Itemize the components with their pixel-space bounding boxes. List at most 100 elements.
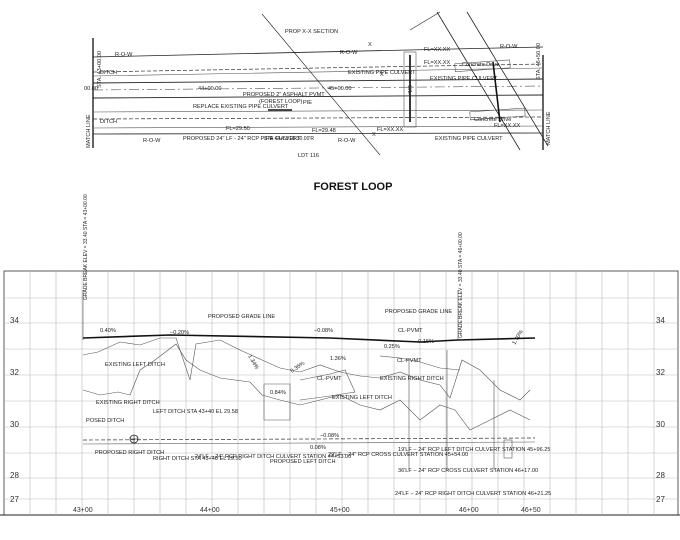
value-00-label: 00.00 xyxy=(84,86,98,92)
row-bottom-inner xyxy=(92,125,544,129)
fl-xx-label-2: FL=XX.XX xyxy=(424,60,451,66)
slope-015-label: −0.15% xyxy=(415,339,434,345)
sta-small-label: STA 44+53.00 30.00'R xyxy=(264,136,314,142)
station-45: 45+00 xyxy=(330,507,350,514)
proposed-grade-line xyxy=(82,334,536,343)
match-line-left-label: MATCH LINE xyxy=(86,114,92,148)
slope-035-label: 0.35% xyxy=(290,361,306,375)
slope-dash-008a-label: −0.08% xyxy=(320,433,339,439)
ditch-bottom-line xyxy=(92,116,544,120)
proposed-grade-line-label-1: PROPOSED GRADE LINE xyxy=(208,314,275,320)
existing-pipe-culvert-2: EXISTING PIPE CULVERT xyxy=(430,76,498,82)
proposed-ditch-flow-line xyxy=(82,437,536,441)
x-mark-2: X xyxy=(372,132,376,138)
elev-left-28: 28 xyxy=(10,471,19,480)
row-top-label: R-O-W xyxy=(115,52,133,58)
slope-dash-008b-label: 0.08% xyxy=(310,445,326,451)
centerline xyxy=(92,85,544,91)
horizontal-grid xyxy=(4,297,678,500)
ditch-top-label: DITCH xyxy=(100,70,117,76)
elev-left-27: 27 xyxy=(10,495,19,504)
ldt-label: LDT 116 xyxy=(298,153,319,159)
prop-xx-section-label: PROP X-X SECTION xyxy=(285,29,338,35)
elev-left-32: 32 xyxy=(10,368,19,377)
grade-break-right-label: GRADE BREAK ELEV = 33.40 STA = 46+00.00 xyxy=(458,232,464,338)
x-mark-3: X xyxy=(380,72,384,78)
culvert-2-label: 29'LF − 24" RCP CROSS CULVERT STATION 45… xyxy=(328,452,468,458)
sta-44-label: 44+00.00 xyxy=(198,86,222,92)
replace-existing-pipe-label: REPLACE EXISTING PIPE CULVERT xyxy=(193,104,289,110)
elev-right-30: 30 xyxy=(656,420,665,429)
forest-loop-inline-label: (FOREST LOOP) xyxy=(259,99,303,105)
x-mark-1: X xyxy=(368,42,372,48)
culvert-right-plan xyxy=(492,61,501,123)
cl-pvmt-label-3: CL-PVMT xyxy=(317,376,342,382)
cl-pvmt-label-2: CL-PVMT xyxy=(397,358,422,364)
pie-label: PIE xyxy=(303,100,312,106)
existing-right-ditch-label-1: EXISTING RIGHT DITCH xyxy=(380,376,444,382)
elev-right-27: 27 xyxy=(656,495,665,504)
match-line-right-label: MATCH LINE xyxy=(546,111,552,145)
diagonal-line-2 xyxy=(466,11,549,147)
grade-break-left-label: GRADE BREAK ELEV = 33.40 STA = 43+00.00 xyxy=(83,194,89,300)
culvert-4-label: 36'LF − 24" RCP CROSS CULVERT STATION 46… xyxy=(398,468,538,474)
elev-left-34: 34 xyxy=(10,316,19,325)
cross-culvert-plan xyxy=(403,51,417,128)
row-top-label-2: R-O-W xyxy=(340,50,358,56)
proposed-left-ditch-label: PROPOSED LEFT DITCH xyxy=(270,459,335,465)
culvert-profile-box-1 xyxy=(263,383,291,421)
fl-xx-label-4: FL=XX.XX xyxy=(494,123,521,129)
vertical-grid xyxy=(29,271,655,515)
station-43: 43+00 xyxy=(73,507,93,514)
station-46: 46+00 xyxy=(459,507,479,514)
elev-right-32: 32 xyxy=(656,368,665,377)
profile-view: 34 32 30 28 27 34 32 30 28 27 43+00 44+0… xyxy=(0,194,680,516)
row-bottom-label-2: R-O-W xyxy=(338,138,356,144)
concrete-drive-label-2: Concrete Drive xyxy=(474,117,511,123)
proposed-left-ditch-line xyxy=(299,369,356,401)
edge-bottom-line xyxy=(92,109,544,113)
culvert-box-right xyxy=(503,439,513,459)
existing-left-ditch-label-1: EXISTING LEFT DITCH xyxy=(105,362,165,368)
section-line xyxy=(261,13,381,156)
concrete-drive-label-1: Concrete Drive xyxy=(462,62,499,68)
culvert-5-label: 24'LF − 24" RCP RIGHT DITCH CULVERT STAT… xyxy=(395,491,551,497)
left-ditch-sta-label: LEFT DITCH STA 43+40 EL 29.58 xyxy=(153,409,238,415)
plan-title: FOREST LOOP xyxy=(314,181,393,193)
row-top-label-3: R-O-W xyxy=(500,44,518,50)
fl-xx-label-1: FL=XX.XX xyxy=(424,47,451,53)
sta-45-label: 45+00.00 xyxy=(328,86,352,92)
elev-right-28: 28 xyxy=(656,471,665,480)
proposed-grade-line-label-2: PROPOSED GRADE LINE xyxy=(385,309,452,315)
profile-frame xyxy=(3,270,679,516)
existing-left-ditch-label-2: EXISTING LEFT DITCH xyxy=(332,395,392,401)
slope-134-label: 1.34% xyxy=(246,354,259,371)
slope-008-label: −0.08% xyxy=(314,328,333,334)
row-bottom-line xyxy=(92,132,544,135)
elev-right-34: 34 xyxy=(656,316,665,325)
proposed-right-ditch-label-1: POSED DITCH xyxy=(86,418,124,424)
diagonal-line-1 xyxy=(436,11,521,151)
station-44: 44+00 xyxy=(200,507,220,514)
culvert-3-label: 19'LF − 24" RCP LEFT DITCH CULVERT STATI… xyxy=(398,447,551,453)
proposed-right-ditch-label-2: PROPOSED RIGHT DITCH xyxy=(95,450,164,456)
sta-right-label: STA. 46+50.00 xyxy=(536,43,542,80)
existing-left-ditch-line xyxy=(82,337,531,401)
diagonal-line-3 xyxy=(409,11,441,31)
cl-label: C/L xyxy=(406,85,412,94)
fl-2948-label: FL=29.48 xyxy=(312,128,336,134)
pavement-bottom xyxy=(92,94,544,99)
slope-040-label: 0.40% xyxy=(100,328,116,334)
cl-pvmt-label-1: CL-PVMT xyxy=(398,328,423,334)
existing-right-ditch-line xyxy=(82,343,531,431)
culvert-1-label: 24'LF − 24" RCP RIGHT DITCH CULVERT STAT… xyxy=(195,454,351,460)
existing-pipe-culvert-1: EXISTING PIPE CULVERT xyxy=(348,70,416,76)
concrete-drive-bottom xyxy=(469,107,526,121)
concrete-drive-top xyxy=(454,59,511,73)
existing-pipe-culvert-3: EXISTING PIPE CULVERT xyxy=(435,136,503,142)
right-ditch-sta-label: RIGHT DITCH STA 43+40 EL 29.50 xyxy=(153,456,242,462)
station-46-50: 46+50 xyxy=(521,507,541,514)
proposed-asphalt-label: PROPOSED 2" ASPHALT PVMT xyxy=(243,92,325,98)
fl-2950-label: FL=29.50 xyxy=(226,126,250,132)
ditch-top-line xyxy=(92,63,544,73)
